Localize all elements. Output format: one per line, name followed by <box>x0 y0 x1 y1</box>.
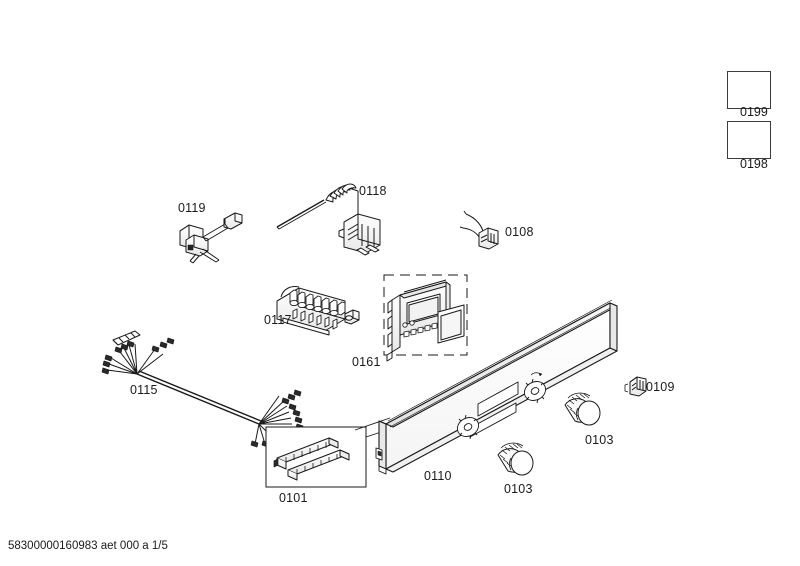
part-0110-drawing <box>375 299 618 475</box>
part-0161-boundary-box <box>383 274 468 356</box>
part-label-0110: 0110 <box>424 469 452 483</box>
part-label-0108: 0108 <box>505 225 534 239</box>
part-0109-drawing <box>624 376 647 397</box>
part-0117-drawing <box>276 286 360 336</box>
part-label-0109: 0109 <box>646 380 675 394</box>
legend-icon-box-0198 <box>727 121 771 159</box>
part-label-0118: 0118 <box>359 184 387 198</box>
legend-label-0198: 0198 <box>740 157 768 171</box>
part-0103-knob-b-drawing <box>497 442 534 476</box>
legend-label-0199: 0199 <box>740 105 768 119</box>
part-label-0101: 0101 <box>279 491 308 505</box>
part-label-0161: 0161 <box>352 355 381 369</box>
part-0118-drawing <box>276 183 381 256</box>
part-label-0119: 0119 <box>178 201 206 215</box>
part-label-0115: 0115 <box>130 383 158 397</box>
part-label-0103-b: 0103 <box>504 482 533 496</box>
document-footer-code: 58300000160983 aet 000 a 1/5 <box>8 540 168 552</box>
part-0103-knob-a-drawing <box>564 392 601 426</box>
part-0119-drawing <box>179 212 243 264</box>
part-label-0117: 0117 <box>264 313 292 327</box>
part-label-0103-a: 0103 <box>585 433 614 447</box>
legend-icon-box-0199 <box>727 71 771 109</box>
part-0108-drawing <box>459 210 499 250</box>
part-0101-drawing <box>273 437 350 481</box>
part-0115-drawing <box>101 330 304 448</box>
part-0161-drawing <box>386 279 465 362</box>
